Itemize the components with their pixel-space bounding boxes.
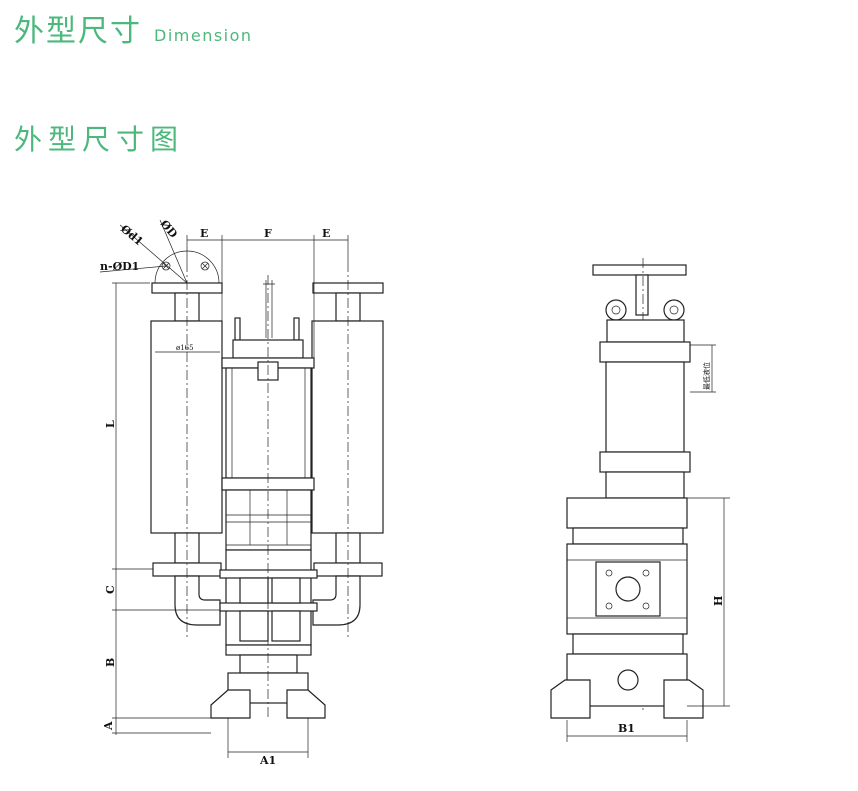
header-title-en: Dimension — [154, 26, 253, 45]
label-L: L — [104, 420, 117, 428]
label-phi-D: ØD — [158, 218, 181, 241]
label-side-note: 最低液位 — [702, 362, 711, 390]
page-header: 外型尺寸 Dimension — [14, 6, 253, 50]
label-B1: B1 — [618, 722, 635, 735]
label-E-left: E — [200, 227, 208, 240]
front-view — [99, 219, 384, 758]
label-n-phi-D1: n-ØD1 — [100, 260, 139, 273]
side-view — [550, 258, 730, 742]
label-B: B — [104, 658, 117, 667]
label-phi-d1: Ød1 — [118, 222, 145, 248]
header-title-zh: 外型尺寸 — [14, 14, 142, 49]
label-C: C — [104, 585, 117, 594]
label-E-right: E — [322, 227, 330, 240]
label-F: F — [264, 227, 272, 240]
label-A: A — [102, 721, 115, 731]
section-title: 外型尺寸图 — [14, 123, 185, 156]
label-A1: A1 — [259, 754, 276, 767]
label-phi165: ø165 — [176, 344, 194, 352]
label-H: H — [712, 596, 725, 606]
